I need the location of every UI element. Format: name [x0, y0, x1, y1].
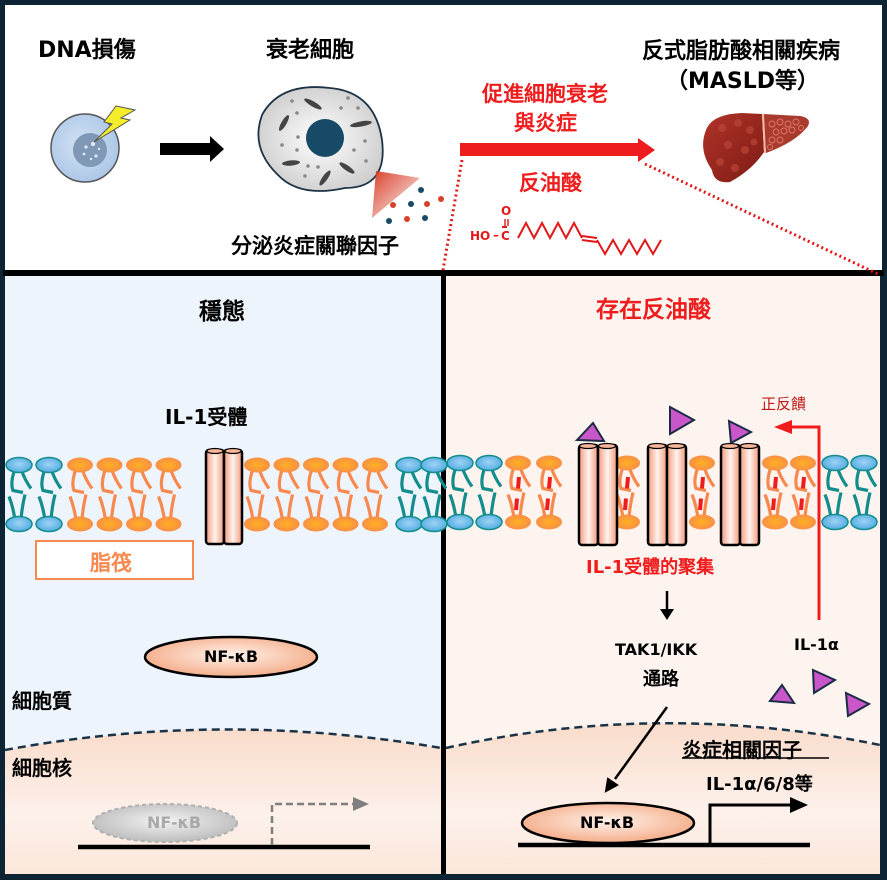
normal-lipid-pair — [850, 454, 878, 531]
raft-lipid-pair — [273, 457, 300, 532]
raft-lipid-pair — [536, 455, 563, 530]
nfkb-nucleus-inactive-label: NF-κB — [147, 813, 202, 832]
molecule-c-label: C — [501, 229, 510, 243]
normal-lipid-pair — [446, 454, 474, 531]
raft-lipid-pair — [126, 457, 153, 532]
raft-lipid-pair — [244, 457, 271, 532]
dna-damage-label: DNA損傷 — [38, 38, 136, 63]
positive-feedback-arrow-icon — [774, 420, 821, 620]
raft-lipid-pair — [67, 457, 94, 532]
molecule-ho-label: HO — [470, 229, 491, 243]
raft-lipid-pair — [155, 457, 182, 532]
il1-receptor-cluster — [577, 442, 761, 547]
secretion-label: 分泌炎症關聯因子 — [231, 234, 399, 258]
promote-label-line1: 促進細胞衰老 — [482, 82, 608, 106]
raft-lipid-pair — [303, 457, 330, 532]
normal-lipid-pair — [35, 456, 63, 533]
il1a-ligand-icon — [768, 683, 796, 705]
zoom-line-right — [644, 162, 881, 277]
lipid-raft-label: 脂筏 — [90, 551, 132, 575]
disease-label-line2: （MASLD等） — [666, 69, 820, 94]
il1-receptor-icon — [719, 442, 761, 547]
right-nucleus-region — [446, 723, 880, 874]
il1a-ligand-icon — [844, 691, 872, 718]
raft-lipid-pair — [96, 457, 123, 532]
receptor-clustering-label: IL-1受體的聚集 — [586, 557, 715, 578]
pathway-label-line1: TAK1/IKK — [615, 640, 698, 659]
molecule-o-label: O — [501, 204, 512, 218]
left-nucleus-region — [5, 729, 441, 874]
dna-damaged-cell-icon — [50, 113, 120, 183]
il1-receptor-icon — [204, 447, 244, 546]
right-panel-title: 存在反油酸 — [596, 297, 711, 323]
lightning-bolt-icon — [93, 105, 137, 143]
inactive-transcription-arrow-icon — [270, 797, 369, 845]
raft-lipid-pair — [689, 455, 716, 530]
normal-lipid-pair — [821, 454, 849, 531]
raft-lipid-pair — [505, 455, 532, 530]
right-nuclear-envelope — [445, 721, 881, 750]
factors-list-label: IL-1α/6/8等 — [706, 774, 813, 795]
normal-lipid-pair — [475, 454, 503, 531]
secreted-factors-icon — [386, 187, 444, 224]
nfkb-cytoplasm-ellipse — [143, 635, 319, 679]
left-panel-title: 穩態 — [199, 299, 245, 325]
promote-label-line2: 與炎症 — [514, 111, 577, 135]
lipid-raft-box — [35, 540, 194, 580]
raft-lipid-pair — [790, 455, 817, 530]
elaidic-acid-molecule-icon — [502, 219, 662, 257]
left-cell-membrane — [5, 456, 448, 533]
senescent-cell-icon — [257, 86, 384, 192]
raft-lipid-pair — [762, 455, 789, 530]
liver-icon — [703, 113, 809, 183]
il1a-ligand-icon — [574, 421, 606, 443]
il1a-ligand-icon — [727, 419, 754, 445]
pathway-to-nfkb-arrow-icon — [604, 706, 669, 793]
il1-receptor-label: IL-1受體 — [165, 405, 248, 429]
pathway-label-line2: 通路 — [643, 669, 679, 690]
secretion-cone — [372, 171, 420, 218]
down-arrow-icon — [660, 591, 674, 620]
senescent-cell-label: 衰老細胞 — [266, 38, 355, 63]
cytoplasm-label: 細胞質 — [12, 689, 72, 713]
disease-label-line1: 反式脂肪酸相關疾病 — [642, 39, 841, 64]
elaidic-acid-label: 反油酸 — [519, 171, 582, 195]
nfkb-active-label: NF-κB — [580, 813, 635, 832]
nucleus-label: 細胞核 — [12, 756, 72, 780]
nfkb-cytoplasm-label: NF-κB — [204, 647, 259, 666]
normal-lipid-pair — [5, 456, 33, 533]
il1a-ligand-icon — [811, 668, 838, 695]
il1-receptor-icon — [646, 442, 688, 547]
il1a-label: IL-1α — [794, 635, 839, 654]
positive-feedback-label: 正反饋 — [761, 395, 807, 413]
normal-lipid-pair — [395, 456, 423, 533]
active-transcription-arrow-icon — [708, 797, 808, 843]
inflammatory-factors-label: 炎症相關因子 — [682, 738, 802, 762]
vertical-divider — [441, 270, 446, 874]
zoom-line-left — [441, 159, 464, 271]
promote-arrow-icon — [460, 138, 655, 162]
il1-receptor-icon — [577, 442, 619, 547]
il1a-ligand-icon — [669, 405, 697, 436]
right-cell-membrane — [446, 454, 878, 531]
nfkb-nucleus-inactive-ellipse — [92, 803, 238, 843]
raft-lipid-pair — [332, 457, 359, 532]
left-nuclear-envelope — [4, 728, 442, 752]
raft-lipid-pair — [362, 457, 389, 532]
progression-arrow-icon — [160, 136, 224, 162]
normal-lipid-pair — [420, 456, 448, 533]
